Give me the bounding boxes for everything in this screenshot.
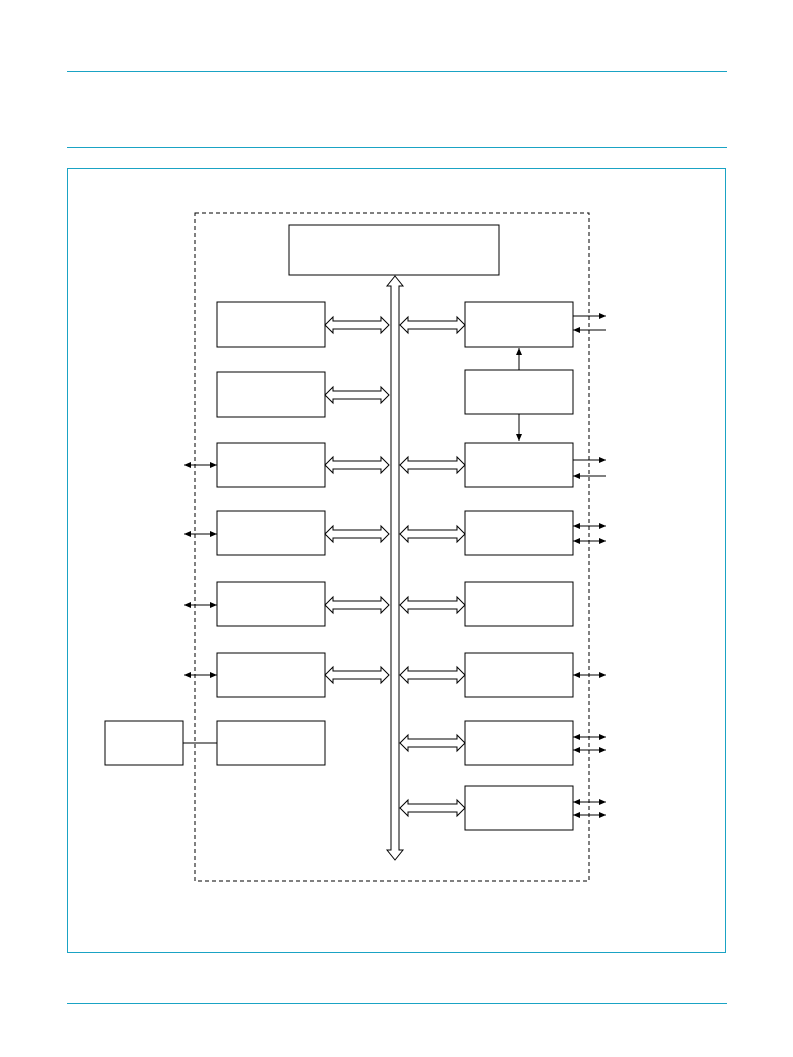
header-rule-bottom bbox=[67, 147, 727, 148]
bus-arrow-right-3 bbox=[399, 455, 466, 475]
footer-rule bbox=[67, 1003, 727, 1004]
right-block-5 bbox=[464, 581, 574, 627]
bus-arrow-left-5 bbox=[324, 595, 390, 615]
bus-arrows-left bbox=[324, 315, 390, 685]
bus-arrow-left-4 bbox=[324, 524, 390, 544]
bus-arrow-left-1 bbox=[324, 315, 390, 335]
left-block-6 bbox=[216, 652, 326, 698]
bus-arrows-right bbox=[399, 315, 466, 818]
bus-arrow-left-2 bbox=[324, 385, 390, 405]
left-block-3 bbox=[216, 442, 326, 488]
chip-boundary bbox=[194, 212, 590, 882]
bus-arrow-left-6 bbox=[324, 665, 390, 685]
right-block-4 bbox=[464, 510, 574, 556]
bus-arrow-right-7 bbox=[399, 733, 466, 753]
right-block-6 bbox=[464, 652, 574, 698]
bus-arrow-right-5 bbox=[399, 595, 466, 615]
bus-arrow-left-3 bbox=[324, 455, 390, 475]
external-block bbox=[104, 720, 184, 766]
right-block-1 bbox=[464, 301, 574, 348]
left-pin-arrows bbox=[184, 462, 217, 678]
right-block-7 bbox=[464, 720, 574, 766]
right-block-8 bbox=[464, 785, 574, 831]
figure-frame bbox=[67, 168, 726, 953]
bus-arrow-right-1 bbox=[399, 315, 466, 335]
left-block-7 bbox=[216, 720, 326, 766]
left-block-5 bbox=[216, 581, 326, 627]
header-rule-top bbox=[67, 71, 727, 72]
bus-arrow-right-8 bbox=[399, 798, 466, 818]
system-bus bbox=[385, 275, 405, 861]
left-block-2 bbox=[216, 371, 326, 418]
right-pin-arrows bbox=[573, 313, 606, 818]
central-block bbox=[288, 224, 500, 276]
bus-arrow-right-4 bbox=[399, 524, 466, 544]
left-block-4 bbox=[216, 510, 326, 556]
bus-arrow-right-6 bbox=[399, 665, 466, 685]
right-block-3 bbox=[464, 442, 574, 488]
right-block-2 bbox=[464, 369, 574, 415]
left-block-1 bbox=[216, 301, 326, 348]
